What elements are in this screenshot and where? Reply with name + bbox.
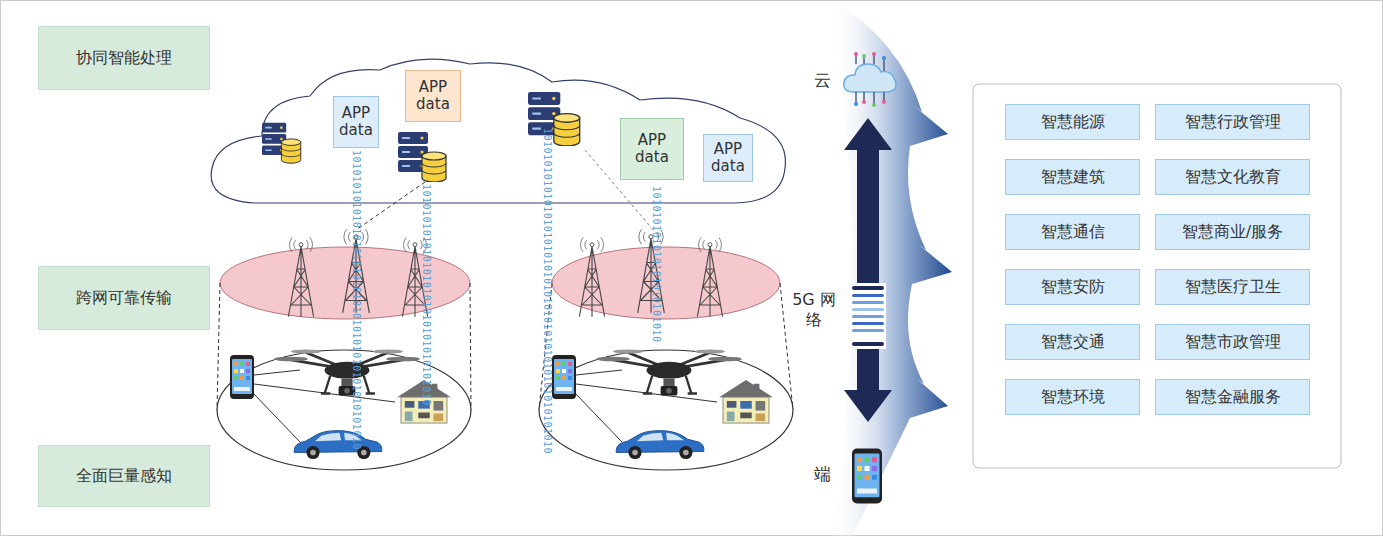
layer-label-box: 协同智能处理 [38, 26, 210, 90]
node-text: 智慧建筑 [1041, 168, 1105, 186]
layer-label-box: 跨网可靠传输 [38, 266, 210, 330]
node-text: APP data [707, 141, 749, 176]
node-text: 智慧金融服务 [1185, 388, 1281, 406]
layer-tag: 端 [814, 464, 831, 485]
binary-stream: 1010101010101010101010101010101010 [421, 184, 432, 406]
application-panel [973, 84, 1341, 468]
device-zone [217, 350, 471, 470]
application-box: 智慧医疗卫生 [1155, 269, 1310, 305]
layer-tag: 云 [814, 70, 831, 91]
device-group [552, 349, 773, 459]
server-icon [398, 132, 446, 182]
tower-icon [288, 238, 313, 317]
app-data-box: APP data [405, 70, 461, 122]
application-box: 智慧环境 [1005, 379, 1140, 415]
application-box: 智慧金融服务 [1155, 379, 1310, 415]
double-arrow [844, 118, 892, 422]
app-data-box: APP data [620, 118, 684, 180]
network-stripes [850, 283, 886, 349]
application-box: 智慧建筑 [1005, 159, 1140, 195]
tower-icon [697, 238, 722, 317]
node-text: 跨网可靠传输 [76, 289, 172, 307]
server-icon [262, 123, 301, 163]
app-data-box: APP data [703, 134, 753, 182]
node-text: APP data [624, 132, 680, 167]
network-tag: 5G 网络 [792, 290, 836, 330]
node-text: 智慧环境 [1041, 388, 1105, 406]
application-box: 智慧通信 [1005, 214, 1140, 250]
application-box: 智慧安防 [1005, 269, 1140, 305]
cloud-icon [844, 52, 896, 107]
device-zone [539, 350, 793, 470]
server-icon [528, 92, 580, 146]
device-group [230, 349, 451, 459]
node-text: 智慧安防 [1041, 278, 1105, 296]
binary-stream: 1010101010101010101010101010101010101010… [351, 150, 362, 450]
terminal-icon [852, 449, 882, 504]
node-text: APP data [409, 79, 457, 114]
application-box: 智慧交通 [1005, 324, 1140, 360]
cloud-outline [211, 59, 785, 203]
leader-line [356, 182, 425, 230]
application-box: 智慧文化教育 [1155, 159, 1310, 195]
node-text: 全面巨量感知 [76, 467, 172, 485]
application-box: 智慧能源 [1005, 104, 1140, 140]
network-zone [552, 247, 780, 319]
node-text: 智慧交通 [1041, 333, 1105, 351]
tower-icon [579, 238, 604, 317]
binary-stream: 101010101010101010101010 [651, 186, 662, 343]
application-box: 智慧商业/服务 [1155, 214, 1310, 250]
node-text: 智慧能源 [1041, 113, 1105, 131]
node-text: 智慧市政管理 [1185, 333, 1281, 351]
node-text: APP data [337, 105, 375, 140]
network-zone [220, 247, 470, 319]
binary-stream: 1010101010101010101010101010101010101010… [542, 128, 553, 454]
node-text: 智慧文化教育 [1185, 168, 1281, 186]
application-box: 智慧市政管理 [1155, 324, 1310, 360]
node-text: 智慧医疗卫生 [1185, 278, 1281, 296]
node-text: 智慧商业/服务 [1182, 223, 1283, 241]
node-text: 智慧行政管理 [1185, 113, 1281, 131]
layer-label-box: 全面巨量感知 [38, 445, 210, 507]
flow-swoosh [832, 0, 952, 536]
app-data-box: APP data [333, 96, 379, 148]
application-box: 智慧行政管理 [1155, 104, 1310, 140]
node-text: 协同智能处理 [76, 49, 172, 67]
node-text: 智慧通信 [1041, 223, 1105, 241]
